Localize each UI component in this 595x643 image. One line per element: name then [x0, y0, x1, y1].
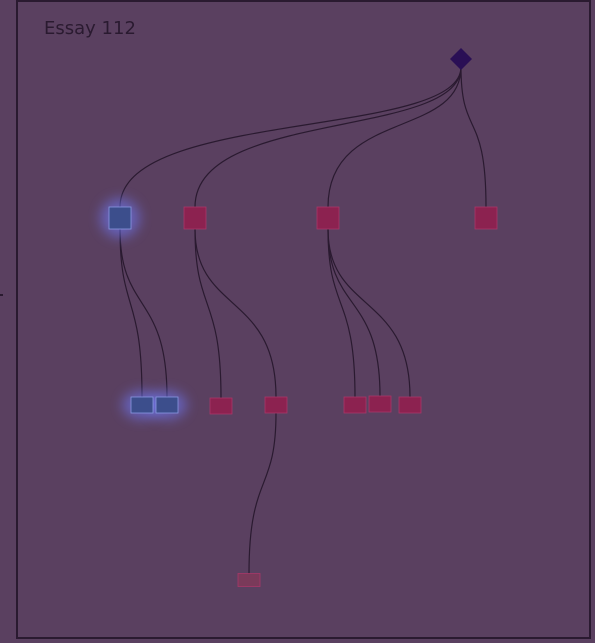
edge-root-d: [460, 66, 487, 208]
left-edge-tick: [0, 294, 3, 296]
edge-root-a: [119, 66, 462, 208]
tree-node-d[interactable]: [474, 206, 498, 230]
diagram-frame: [16, 0, 591, 639]
tree-node-b2[interactable]: [264, 396, 288, 414]
edge-c-c3: [327, 228, 411, 398]
diagram-title: Essay 112: [44, 18, 136, 39]
edge-root-b: [194, 66, 462, 208]
highlight-glows: [100, 198, 187, 420]
edge-root-c: [327, 66, 462, 208]
tree-node-b1[interactable]: [209, 397, 233, 415]
tree-node-c3[interactable]: [398, 396, 422, 414]
edge-b-b2: [194, 228, 277, 398]
edge-c-c2: [327, 228, 381, 397]
edge-a-a1: [119, 228, 143, 398]
edge-b-b1: [194, 228, 222, 399]
tree-node-a1[interactable]: [130, 396, 154, 414]
edge-b2-b2a: [248, 412, 277, 574]
tree-edges: [119, 66, 487, 574]
tree-nodes: [108, 48, 498, 587]
tree-node-c[interactable]: [316, 206, 340, 230]
edge-a-a2: [119, 228, 168, 398]
tree-node-c2[interactable]: [368, 395, 392, 413]
tree-node-a[interactable]: [108, 206, 132, 230]
tree-node-b[interactable]: [183, 206, 207, 230]
tree-node-c1[interactable]: [343, 396, 367, 414]
tree-node-b2a[interactable]: [237, 573, 261, 587]
tree-node-a2[interactable]: [155, 396, 179, 414]
root-node[interactable]: [450, 48, 472, 70]
edge-c-c1: [327, 228, 356, 398]
